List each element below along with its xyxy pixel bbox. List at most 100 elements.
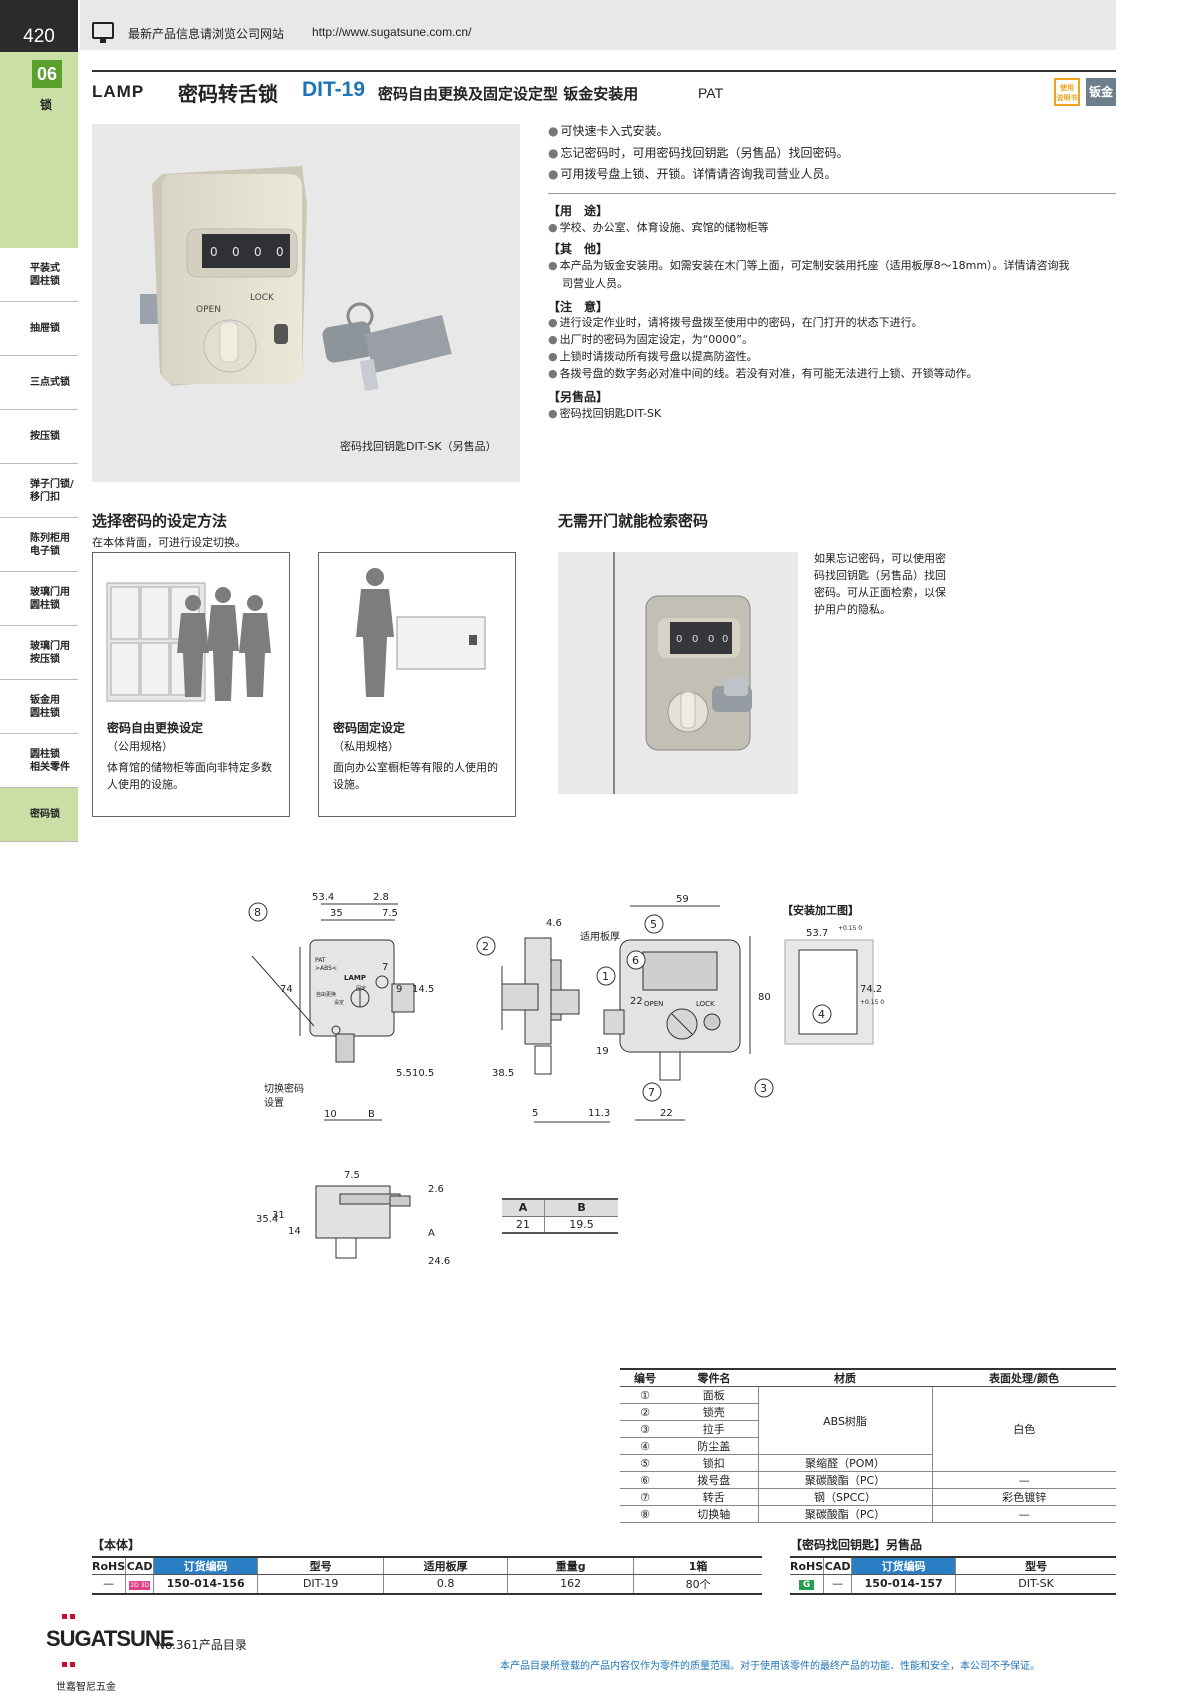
manual-badge[interactable]: 使用 说明书 — [1054, 78, 1080, 106]
dim-24-6: 24.6 — [428, 1256, 450, 1267]
dim-35: 35 — [330, 908, 343, 919]
nav-item[interactable]: 钣金用 圆柱锁 — [0, 680, 78, 734]
catalog-number: No.361产品目录 — [156, 1638, 247, 1652]
part-no: ① — [620, 1386, 670, 1404]
other-text-cont: 司营业人员。 — [562, 277, 628, 290]
cut-height-tol: +0.15 0 — [860, 999, 884, 1006]
setting-title: 选择密码的设定方法 — [92, 512, 228, 530]
dim-7: 7 — [382, 962, 388, 973]
ab-cell: 19.5 — [544, 1216, 618, 1234]
box-qty-cell: 80个 — [633, 1574, 762, 1595]
plate-thickness-label: 适用板厚 — [580, 930, 620, 943]
face-open-label: OPEN — [644, 1000, 663, 1008]
part-material: ABS树脂 — [757, 1386, 932, 1455]
patent-label: PAT — [698, 85, 724, 101]
photo-lock-label: LOCK — [250, 293, 275, 303]
public-title: 密码自由更换设定 — [107, 721, 204, 735]
order-code-cell[interactable]: 150-014-156 — [153, 1574, 258, 1595]
svg-text:0: 0 — [722, 634, 728, 645]
ab-header: B — [544, 1198, 618, 1217]
mini-abs: >ABS< — [315, 965, 337, 972]
nav-item[interactable]: 陈列柜用 电子锁 — [0, 518, 78, 572]
website-url[interactable]: http://www.sugatsune.com.cn/ — [312, 25, 472, 39]
main-order-table: RoHS CAD 订货编码 型号 适用板厚 重量g 1箱 — 2D 3D 150… — [92, 1556, 762, 1595]
box-qty-header: 1箱 — [633, 1556, 762, 1575]
nav-item[interactable]: 三点式锁 — [0, 356, 78, 410]
nav-item-active[interactable]: 密码锁 — [0, 788, 78, 842]
bottom-view-drawing: 7.5 35.4 31 14 2.6 A 24.6 — [256, 1170, 450, 1267]
dim-4-6: 4.6 — [546, 918, 562, 929]
part-no: ⑧ — [620, 1505, 670, 1523]
retrieval-key-photo — [322, 302, 452, 391]
mini-lamp: LAMP — [344, 974, 366, 982]
nav-item[interactable]: 抽屉锁 — [0, 302, 78, 356]
dim-7-5b: 7.5 — [344, 1170, 360, 1181]
dim-5: 5 — [532, 1108, 538, 1119]
part-finish: — — [931, 1471, 1116, 1489]
face-lock-label: LOCK — [696, 1000, 715, 1008]
usage-text: 学校、办公室、体育设施、宾馆的储物柜等 — [548, 220, 1116, 236]
part-name: 防尘盖 — [670, 1437, 758, 1455]
dim-38-5: 38.5 — [492, 1068, 514, 1079]
callout-5: 5 — [650, 918, 657, 931]
mini-fixed: 固定 — [356, 985, 366, 992]
dim-11-3: 11.3 — [588, 1108, 610, 1119]
nav-item[interactable]: 玻璃门用 按压锁 — [0, 626, 78, 680]
part-name: 切换轴 — [670, 1505, 758, 1523]
dim-7-5: 7.5 — [382, 908, 398, 919]
dim-53-4: 53.4 — [312, 892, 334, 903]
product-subtitle: 密码自由更换及固定设定型 钣金安装用 — [378, 85, 639, 103]
retrieve-title: 无需开门就能检索密码 — [558, 512, 709, 530]
private-cabinet-illustration — [356, 568, 486, 697]
photo-open-label: OPEN — [196, 305, 221, 315]
rohs-header: RoHS — [790, 1556, 824, 1575]
nav-item[interactable]: 按压锁 — [0, 410, 78, 464]
parts-header: 表面处理/颜色 — [932, 1368, 1116, 1387]
callout-2: 2 — [482, 940, 489, 953]
nav-item[interactable]: 弹子门锁/ 移门扣 — [0, 464, 78, 518]
part-material: 聚缩醛（POM） — [757, 1454, 932, 1472]
part-finish: 白色 — [931, 1386, 1116, 1472]
dim-2-8: 2.8 — [373, 892, 389, 903]
nav-item[interactable]: 圆柱锁 相关零件 — [0, 734, 78, 788]
cut-width-tol: +0.15 0 — [838, 925, 862, 932]
dim-31: 31 — [272, 1210, 285, 1221]
part-finish: — — [931, 1505, 1116, 1523]
callout-4: 4 — [818, 1008, 825, 1021]
callout-6: 6 — [632, 954, 639, 967]
rohs-header: RoHS — [92, 1556, 126, 1575]
nav-item[interactable]: 平装式 圆柱锁 — [0, 248, 78, 302]
order-code-header: 订货编码 — [153, 1556, 258, 1575]
part-no: ② — [620, 1403, 670, 1421]
model-header: 型号 — [257, 1556, 384, 1575]
callout-3: 3 — [760, 1082, 767, 1095]
feature-item: 忘记密码时，可用密码找回钥匙（另售品）找回密码。 — [548, 144, 848, 161]
dim-74: 74 — [280, 984, 293, 995]
cad-download-badge[interactable]: 2D 3D — [125, 1574, 154, 1595]
switch-label-2: 设置 — [264, 1097, 284, 1109]
feature-divider — [548, 193, 1116, 194]
title-rule — [92, 70, 1116, 72]
part-name: 转舌 — [670, 1488, 758, 1506]
weight-header: 重量g — [507, 1556, 634, 1575]
private-title: 密码固定设定 — [333, 721, 406, 735]
cut-height: 74.2 — [860, 984, 882, 995]
product-model: DIT-19 — [302, 78, 366, 101]
dim-b: B — [368, 1109, 375, 1120]
cad-header: CAD — [125, 1556, 154, 1575]
nav-item[interactable]: 玻璃门用 圆柱锁 — [0, 572, 78, 626]
disclaimer: 本产品目录所登载的产品内容仅作为零件的质量范围。对于使用该零件的最终产品的功能、… — [500, 1661, 1040, 1672]
dim-14: 14 — [288, 1226, 301, 1237]
public-setting-card: 密码自由更换设定 （公用规格） 体育馆的储物柜等面向非特定多数人使用的设施。 — [92, 552, 290, 817]
feature-item: 可用拨号盘上锁、开锁。详情请咨询我司营业人员。 — [548, 165, 836, 182]
part-no: ⑦ — [620, 1488, 670, 1506]
part-no: ③ — [620, 1420, 670, 1438]
order-code-cell[interactable]: 150-014-157 — [851, 1574, 956, 1595]
svg-text:0: 0 — [276, 245, 284, 259]
header-bar — [80, 0, 1116, 50]
part-material: 聚碳酸酯（PC） — [757, 1471, 932, 1489]
